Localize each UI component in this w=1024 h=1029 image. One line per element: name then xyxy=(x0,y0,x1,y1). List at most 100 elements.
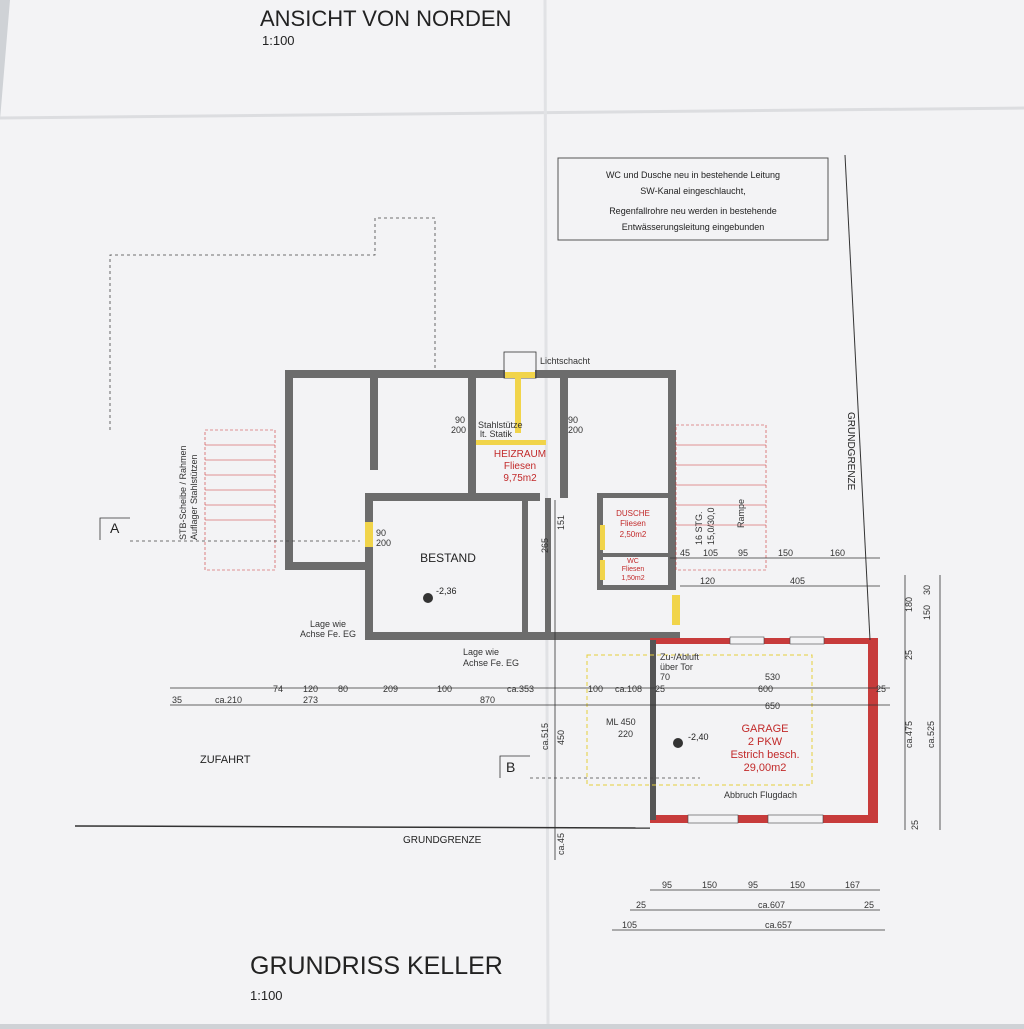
section-a-label: A xyxy=(110,520,120,536)
dim-r2-120: 120 xyxy=(700,576,715,586)
dusche-name: DUSCHE xyxy=(616,509,650,518)
dim-mid1-25: 25 xyxy=(655,684,665,694)
dim-mid1-74: 74 xyxy=(273,684,283,694)
section-b-marker xyxy=(499,755,530,778)
dim-bottom1-150b: 150 xyxy=(790,880,805,890)
property-line-bottom xyxy=(74,825,651,829)
grundgrenze-right: GRUNDGRENZE xyxy=(845,412,856,491)
note-line-1: WC und Dusche neu in bestehende Leitung xyxy=(606,170,780,180)
dim-mid2-210: ca.210 xyxy=(215,695,242,705)
dusche-floor: Fliesen xyxy=(620,519,646,528)
dim-mid1-353: ca.353 xyxy=(507,684,534,694)
dim-right-25: 25 xyxy=(904,650,914,660)
door-tag-heiz-200: 200 xyxy=(451,425,466,435)
dim-mid1-108: ca.108 xyxy=(615,684,642,694)
dim-right-30: 30 xyxy=(922,585,932,595)
dim-mid1-80: 80 xyxy=(338,684,348,694)
carport-outline xyxy=(586,654,813,786)
plan-scale: 1:100 xyxy=(250,988,283,1003)
dim-right-25b: 25 xyxy=(910,820,920,830)
door-tag-bestand-90: 90 xyxy=(376,528,386,538)
wc-name: WC xyxy=(627,558,639,565)
lage-wie-right-1: Lage wie xyxy=(463,647,499,657)
dim-left-265: 265 xyxy=(540,538,550,553)
elevation-title: ANSICHT VON NORDEN xyxy=(260,6,511,31)
zuabluft-label-2: über Tor xyxy=(660,662,693,672)
door-tag-bestand-200: 200 xyxy=(376,538,391,548)
section-b-label: B xyxy=(506,759,515,775)
dusche-area: 2,50m2 xyxy=(620,530,647,539)
dim-bottom2-25: 25 xyxy=(636,900,646,910)
door-tag-heiz2-90: 90 xyxy=(568,415,578,425)
shaft-window xyxy=(505,372,535,378)
level-marker-garage xyxy=(673,738,683,748)
wc-floor: Fliesen xyxy=(622,566,645,573)
dim-mid2-650: 650 xyxy=(765,701,780,711)
dim-mid1-100b: 100 xyxy=(588,684,603,694)
dim-mid2-273: 273 xyxy=(303,695,318,705)
staircase-right xyxy=(675,424,767,571)
dim-bottom3-657: ca.657 xyxy=(765,920,792,930)
lage-wie-left-2: Achse Fe. EG xyxy=(300,629,356,639)
dim-mid1-209: 209 xyxy=(383,684,398,694)
dim-mid1-100: 100 xyxy=(437,684,452,694)
stiege-label-2: 15,0/30,0 xyxy=(706,507,716,545)
stahlstuetze-label: Stahlstütze xyxy=(478,420,523,430)
dim-mid1-600: 600 xyxy=(758,684,773,694)
lichtschacht-label: Lichtschacht xyxy=(540,356,591,366)
windows xyxy=(365,378,680,625)
ml-450-label: ML 450 xyxy=(606,717,636,727)
auflager-label: Auflager Stahlstützen xyxy=(189,454,199,540)
grundgrenze-bottom: GRUNDGRENZE xyxy=(403,835,482,846)
dim-right-475: ca.475 xyxy=(904,721,914,748)
garage-level: -2,40 xyxy=(688,732,709,742)
basement-walls xyxy=(285,370,680,640)
garage-name: GARAGE xyxy=(741,723,788,735)
ml-220-label: 220 xyxy=(618,729,633,739)
dim-r2-405: 405 xyxy=(790,576,805,586)
dim-mid2-35: 35 xyxy=(172,695,182,705)
dim-mid1b-530: 530 xyxy=(765,672,780,682)
dim-left-450: 450 xyxy=(556,730,566,745)
note-line-2: SW-Kanal eingeschlaucht, xyxy=(640,186,745,196)
level-marker-bestand xyxy=(423,593,433,603)
abbruch-label: Abbruch Flugdach xyxy=(724,790,797,800)
garage-sub: 2 PKW xyxy=(748,736,783,748)
dim-left-45: ca.45 xyxy=(556,833,566,855)
dim-right-525: ca.525 xyxy=(926,721,936,748)
dim-top-105: 105 xyxy=(703,548,718,558)
lage-wie-left-1: Lage wie xyxy=(310,619,346,629)
dim-top-150: 150 xyxy=(778,548,793,558)
heizraum-floor: Fliesen xyxy=(504,461,536,472)
lage-wie-right-2: Achse Fe. EG xyxy=(463,658,519,668)
heizraum-name: HEIZRAUM xyxy=(494,449,546,460)
stiege-label: 16 STG. xyxy=(694,511,704,545)
wc-area: 1,50m2 xyxy=(621,575,644,582)
garage-area: 29,00m2 xyxy=(744,762,787,774)
dim-bottom2-25b: 25 xyxy=(864,900,874,910)
elevation-scale: 1:100 xyxy=(262,33,295,48)
garage-floor: Estrich besch. xyxy=(730,749,799,761)
dim-mid1-25b: 25 xyxy=(876,684,886,694)
plan-title: GRUNDRISS KELLER xyxy=(250,952,503,980)
dim-mid1b-70: 70 xyxy=(660,672,670,682)
dim-bottom3-105: 105 xyxy=(622,920,637,930)
dim-bottom2-607: ca.607 xyxy=(758,900,785,910)
section-a-marker xyxy=(99,517,130,540)
staircase-left xyxy=(204,429,276,571)
dim-left-151: 151 xyxy=(556,515,566,530)
dim-bottom1-95b: 95 xyxy=(748,880,758,890)
zuabluft-label-1: Zu-/Abluft xyxy=(660,652,700,662)
dim-mid2-870: 870 xyxy=(480,695,495,705)
property-line-right xyxy=(844,154,871,641)
bestand-name: BESTAND xyxy=(420,551,476,565)
dim-top-160: 160 xyxy=(830,548,845,558)
dim-left-515: ca.515 xyxy=(540,723,550,750)
statik-label: lt. Statik xyxy=(480,429,513,439)
dim-top-95: 95 xyxy=(738,548,748,558)
stb-label: STB-Scheibe / Rahmen xyxy=(178,445,188,540)
dim-right-150: 150 xyxy=(922,605,932,620)
rampe-label: Rampe xyxy=(736,499,746,528)
